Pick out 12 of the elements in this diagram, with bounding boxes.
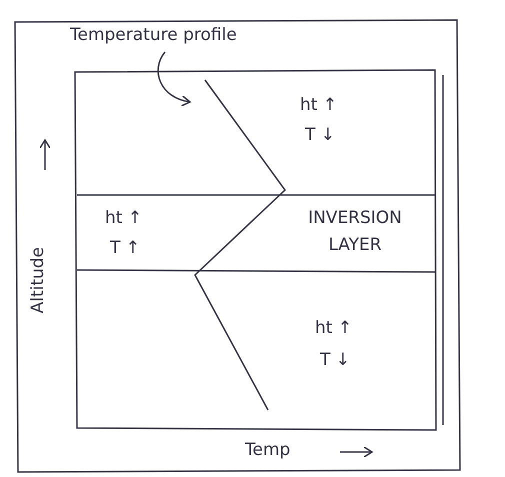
leader-line xyxy=(157,52,191,106)
band-label: ht ↑ xyxy=(315,318,352,338)
axis-label: Altitude xyxy=(28,246,48,314)
callout-text: Temperature profile xyxy=(70,25,237,46)
band-label: ht ↑ xyxy=(300,95,338,116)
band-label: T ↑ xyxy=(110,238,140,258)
layer-label: INVERSION LAYER xyxy=(307,207,403,258)
band-label: ht ↑ xyxy=(105,208,142,228)
axis-label: Temp xyxy=(245,440,290,460)
temperature-profile-line xyxy=(194,80,286,410)
band-label: T ↓ xyxy=(320,350,350,370)
band-label: T ↓ xyxy=(305,125,336,146)
